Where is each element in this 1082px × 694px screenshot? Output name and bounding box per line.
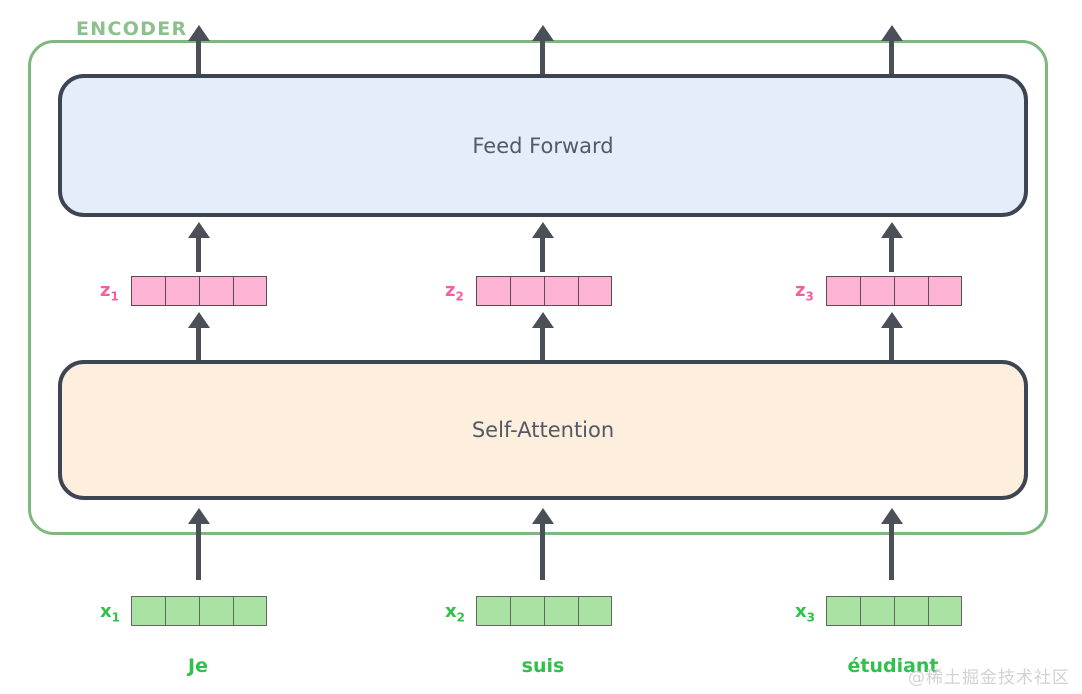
arrow-shaft: [540, 234, 545, 272]
selfattention-to-z1-arrow: [188, 312, 210, 362]
z2-subscript: 2: [455, 289, 464, 304]
arrow-shaft: [540, 37, 545, 75]
x3-subscript: 3: [806, 610, 815, 625]
arrowhead: [881, 25, 903, 41]
z1-subscript: 1: [110, 289, 119, 304]
vector-cell: [578, 596, 612, 626]
vector-cell: [233, 276, 267, 306]
z1-label: z1: [100, 280, 119, 304]
x1-to-selfattention-arrow: [188, 508, 210, 580]
arrowhead: [532, 25, 554, 41]
vector-cell: [131, 276, 165, 306]
arrow-shaft: [889, 520, 894, 580]
vector-cell: [578, 276, 612, 306]
z1-vector: [131, 276, 267, 306]
arrowhead: [188, 222, 210, 238]
x1-symbol: x: [100, 601, 112, 622]
arrowhead: [881, 508, 903, 524]
arrow-shaft: [540, 324, 545, 362]
self-attention-layer: Self-Attention: [58, 360, 1028, 500]
z3-to-feedforward-arrow: [881, 222, 903, 272]
z3-label: z3: [795, 280, 814, 304]
arrow-shaft: [889, 234, 894, 272]
x2-symbol: x: [445, 601, 457, 622]
arrow-shaft: [196, 234, 201, 272]
x3-label: x3: [795, 601, 815, 625]
arrow-shaft: [196, 324, 201, 362]
z2-symbol: z: [445, 280, 456, 301]
z2-to-feedforward-arrow: [532, 222, 554, 272]
output-arrow-1: [188, 25, 210, 75]
vector-cell: [476, 596, 510, 626]
vector-cell: [860, 596, 894, 626]
vector-cell: [199, 276, 233, 306]
vector-cell: [510, 596, 544, 626]
output-arrow-3: [881, 25, 903, 75]
z1-to-feedforward-arrow: [188, 222, 210, 272]
self-attention-title: Self-Attention: [471, 418, 615, 442]
vector-cell: [894, 596, 928, 626]
vector-cell: [826, 596, 860, 626]
word-label-suis: suis: [521, 655, 565, 677]
vector-cell: [928, 276, 962, 306]
selfattention-to-z2-arrow: [532, 312, 554, 362]
vector-cell: [233, 596, 267, 626]
selfattention-to-z3-arrow: [881, 312, 903, 362]
x1-vector: [131, 596, 267, 626]
x1-label: x1: [100, 601, 120, 625]
vector-cell: [894, 276, 928, 306]
z2-vector: [476, 276, 612, 306]
vector-cell: [165, 276, 199, 306]
vector-cell: [860, 276, 894, 306]
word-label-etudiant: étudiant: [847, 655, 939, 677]
arrowhead: [532, 222, 554, 238]
x2-label: x2: [445, 601, 465, 625]
arrow-shaft: [889, 324, 894, 362]
vector-cell: [131, 596, 165, 626]
vector-cell: [544, 596, 578, 626]
vector-cell: [826, 276, 860, 306]
arrowhead: [188, 312, 210, 328]
x2-subscript: 2: [456, 610, 465, 625]
vector-cell: [928, 596, 962, 626]
vector-cell: [165, 596, 199, 626]
x2-vector: [476, 596, 612, 626]
arrowhead: [532, 508, 554, 524]
vector-cell: [476, 276, 510, 306]
z3-vector: [826, 276, 962, 306]
arrowhead: [188, 25, 210, 41]
arrow-shaft: [889, 37, 894, 75]
vector-cell: [510, 276, 544, 306]
arrowhead: [532, 312, 554, 328]
vector-cell: [544, 276, 578, 306]
feed-forward-title: Feed Forward: [472, 133, 614, 158]
arrow-shaft: [196, 520, 201, 580]
vector-cell: [199, 596, 233, 626]
z3-symbol: z: [795, 280, 806, 301]
z1-symbol: z: [100, 280, 111, 301]
arrowhead: [188, 508, 210, 524]
output-arrow-2: [532, 25, 554, 75]
z3-subscript: 3: [805, 289, 814, 304]
encoder-frame: [28, 40, 1048, 535]
x1-subscript: 1: [111, 610, 120, 625]
word-label-je: Je: [188, 655, 208, 677]
arrowhead: [881, 222, 903, 238]
x3-vector: [826, 596, 962, 626]
z2-label: z2: [445, 280, 464, 304]
x2-to-selfattention-arrow: [532, 508, 554, 580]
arrowhead: [881, 312, 903, 328]
arrow-shaft: [196, 37, 201, 75]
x3-symbol: x: [795, 601, 807, 622]
feed-forward-layer: Feed Forward: [58, 74, 1028, 217]
watermark: @稀土掘金技术社区: [908, 668, 1070, 688]
x3-to-selfattention-arrow: [881, 508, 903, 580]
encoder-label: ENCODER: [76, 18, 188, 40]
arrow-shaft: [540, 520, 545, 580]
